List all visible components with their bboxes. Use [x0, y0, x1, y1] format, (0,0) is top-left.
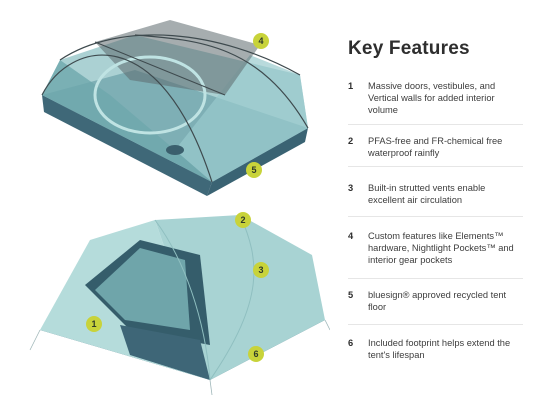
- feature-number: 6: [348, 338, 354, 348]
- feature-number: 5: [348, 290, 354, 300]
- feature-text: Built-in strutted vents enable excellent…: [368, 183, 486, 205]
- feature-marker-3-bottom: 3: [253, 262, 269, 278]
- divider: [348, 124, 523, 125]
- feature-marker-6-bottom: 6: [248, 346, 264, 362]
- feature-text: PFAS-free and FR-chemical free waterproo…: [368, 136, 503, 158]
- key-features-panel: Key Features 1 Massive doors, vestibules…: [348, 38, 523, 360]
- feature-text: bluesign® approved recycled tent floor: [368, 290, 507, 312]
- feature-marker-4-top: 4: [253, 33, 269, 49]
- divider: [348, 324, 523, 325]
- feature-number: 4: [348, 231, 354, 241]
- feature-text: Custom features like Elements™ hardware,…: [368, 231, 514, 265]
- feature-number: 1: [348, 81, 354, 91]
- feature-text: Included footprint helps extend the tent…: [368, 338, 511, 360]
- feature-number: 2: [348, 136, 354, 146]
- feature-number: 3: [348, 183, 354, 193]
- tent-illustrations: [29, 20, 330, 396]
- divider: [348, 166, 523, 167]
- feature-text: Massive doors, vestibules, and Vertical …: [368, 81, 496, 115]
- feature-marker-1-bottom: 1: [86, 316, 102, 332]
- divider: [348, 278, 523, 279]
- tent-mesh-body-image: [41, 20, 309, 196]
- tent-with-rainfly-image: [29, 214, 330, 396]
- feature-marker-5-top: 5: [246, 162, 262, 178]
- divider: [348, 216, 523, 217]
- key-features-title: Key Features: [348, 38, 470, 59]
- feature-marker-2-bottom: 2: [235, 212, 251, 228]
